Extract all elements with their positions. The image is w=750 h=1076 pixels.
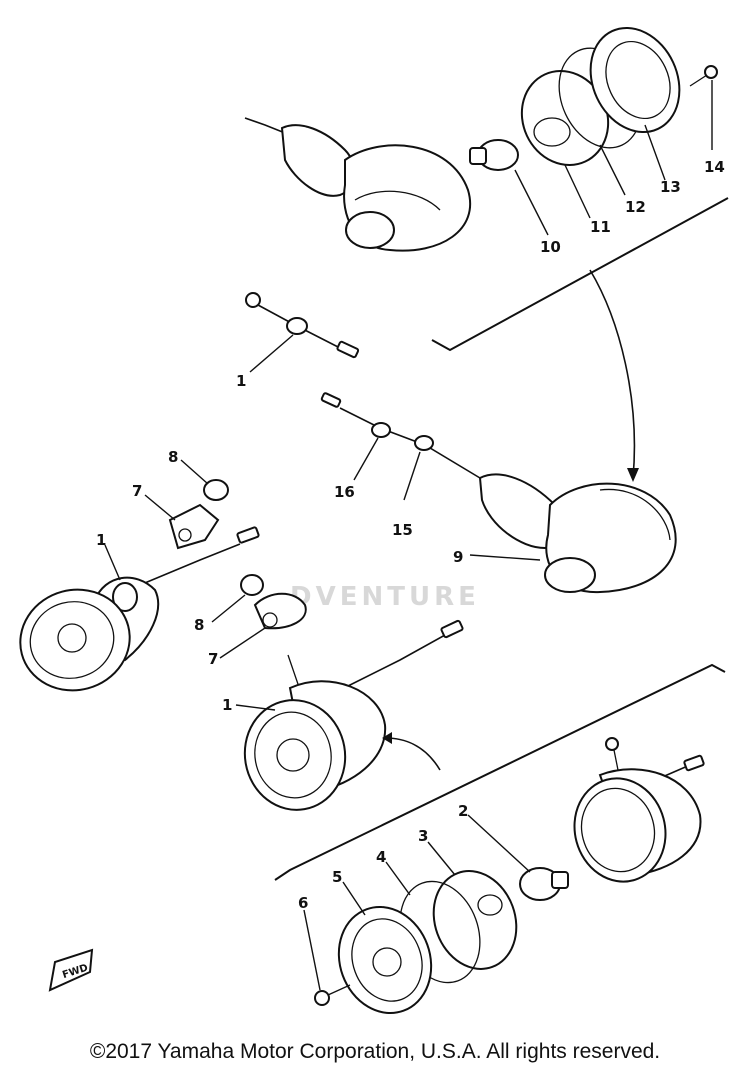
rear-signal-assembly-9	[478, 473, 677, 594]
callout-1-center: 1	[222, 696, 232, 714]
copyright-notice: ©2017 Yamaha Motor Corporation, U.S.A. A…	[89, 1040, 661, 1063]
wire-harness-upper	[245, 292, 360, 359]
callout-9: 9	[453, 548, 463, 566]
forward-direction-arrow: FWD	[48, 948, 94, 992]
callout-7-left: 7	[132, 482, 142, 500]
callout-14: 14	[704, 158, 725, 176]
callout-7-center: 7	[208, 650, 218, 668]
callout-16: 16	[334, 483, 355, 501]
callout-1-left: 1	[96, 531, 106, 549]
arrow-to-center-signal	[384, 737, 441, 771]
callout-13: 13	[660, 178, 681, 196]
bulb-2	[519, 867, 569, 901]
callout-15: 15	[392, 521, 413, 539]
bulb-10	[469, 139, 519, 171]
front-signal-left	[19, 526, 260, 692]
callout-8-left: 8	[168, 448, 178, 466]
front-signal-housing-bottom	[573, 737, 705, 883]
nut-8-left	[203, 479, 229, 501]
bracket-7-left	[168, 503, 220, 550]
rear-signal-housing-top	[244, 117, 471, 252]
callout-4: 4	[376, 848, 386, 866]
callout-11: 11	[590, 218, 611, 236]
lens-5	[337, 905, 433, 1015]
callout-10: 10	[540, 238, 561, 256]
watermark-text: DVENTURE	[290, 582, 480, 612]
callout-2: 2	[458, 802, 468, 820]
callout-12: 12	[625, 198, 646, 216]
lens-13	[589, 26, 681, 134]
callout-6: 6	[298, 894, 308, 912]
callout-1-upper-wire: 1	[236, 372, 246, 390]
lens-gasket-3	[432, 870, 518, 970]
top-group-bracket	[431, 197, 729, 352]
screw-6	[314, 984, 351, 1006]
arrow-to-9	[589, 269, 636, 479]
callout-8-center: 8	[194, 616, 204, 634]
callout-3: 3	[418, 827, 428, 845]
callout-5: 5	[332, 868, 342, 886]
nut-8-center	[240, 574, 264, 596]
front-signal-center	[243, 619, 464, 811]
exploded-parts-diagram: DVENTURE 10 11 12 13 14	[19, 26, 729, 1015]
screw-14	[689, 65, 718, 87]
wire-harness-9	[320, 392, 481, 479]
bracket-7-center	[253, 592, 307, 630]
bottom-group-bracket	[274, 663, 726, 881]
